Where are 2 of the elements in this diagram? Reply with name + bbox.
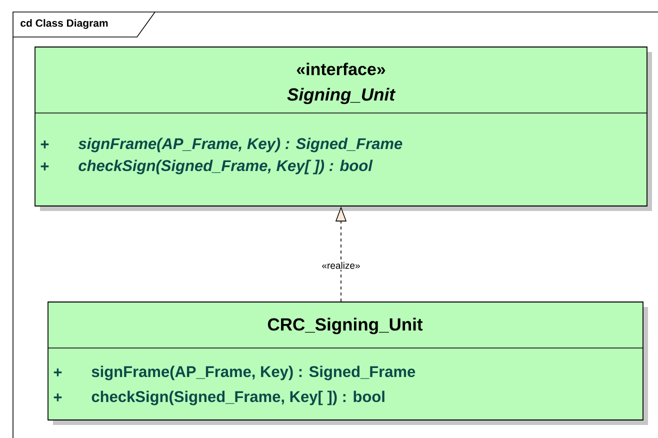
edge-label: «realize» [320, 260, 362, 270]
frame-title: cd Class Diagram [20, 19, 108, 29]
